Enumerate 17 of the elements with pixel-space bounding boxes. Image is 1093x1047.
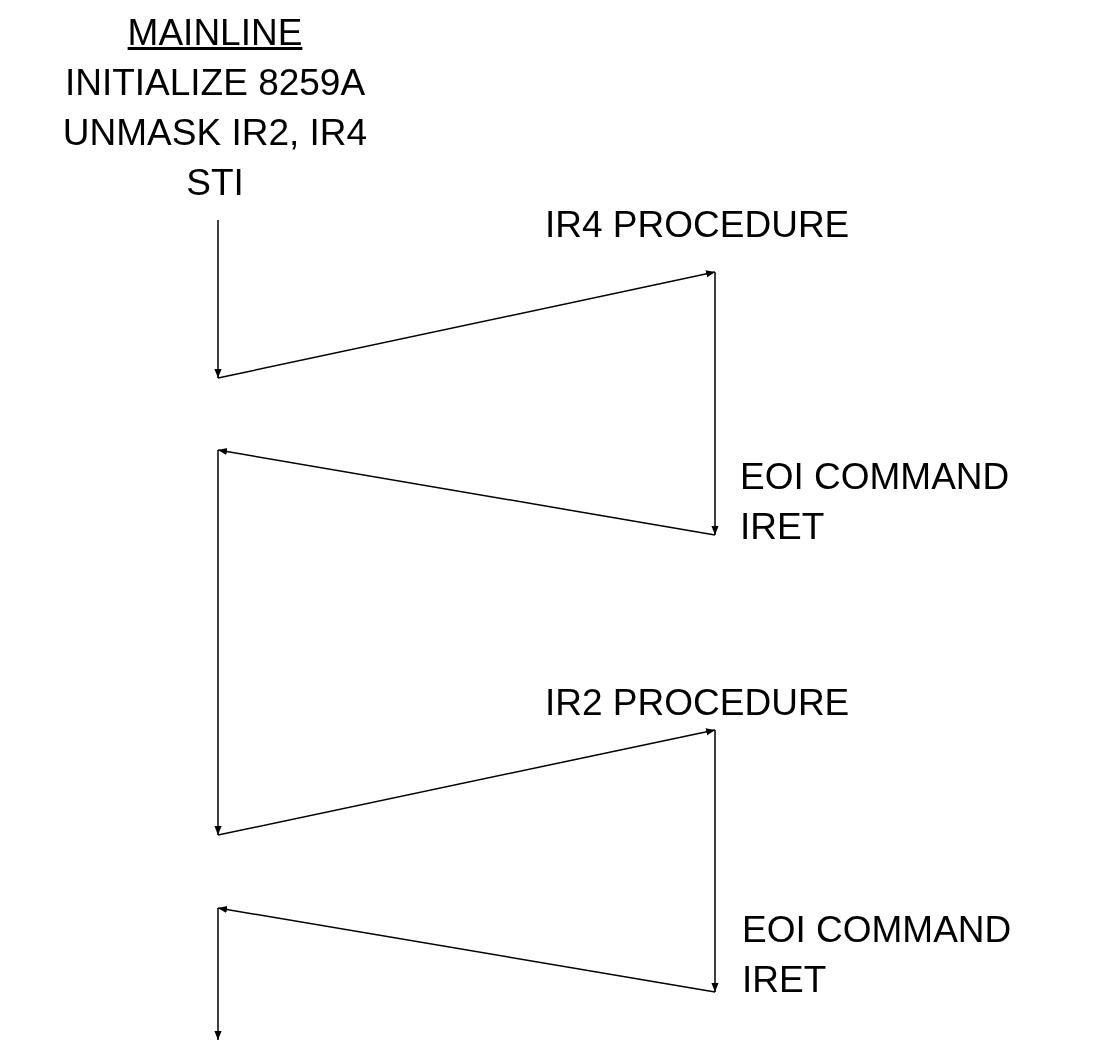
instruction-text: STI <box>185 161 245 205</box>
heading-text: MAINLINE <box>127 11 303 55</box>
arrow <box>217 270 716 379</box>
instruction-text: IR2 PROCEDURE <box>545 681 851 725</box>
instruction-text: INITIALIZE 8259A <box>63 61 367 105</box>
arrow <box>711 729 719 993</box>
arrow <box>217 728 716 836</box>
arrow <box>217 447 716 536</box>
instruction-text: IRET <box>740 505 826 549</box>
instruction-text: EOI COMMAND <box>742 908 1013 952</box>
instruction-text: EOI COMMAND <box>740 455 1011 499</box>
instruction-text: IRET <box>742 958 828 1002</box>
instruction-text: IR4 PROCEDURE <box>545 203 851 247</box>
instruction-text: UNMASK IR2, IR4 <box>61 111 369 155</box>
arrow <box>217 905 716 993</box>
arrow <box>711 271 719 536</box>
arrow <box>214 219 222 379</box>
